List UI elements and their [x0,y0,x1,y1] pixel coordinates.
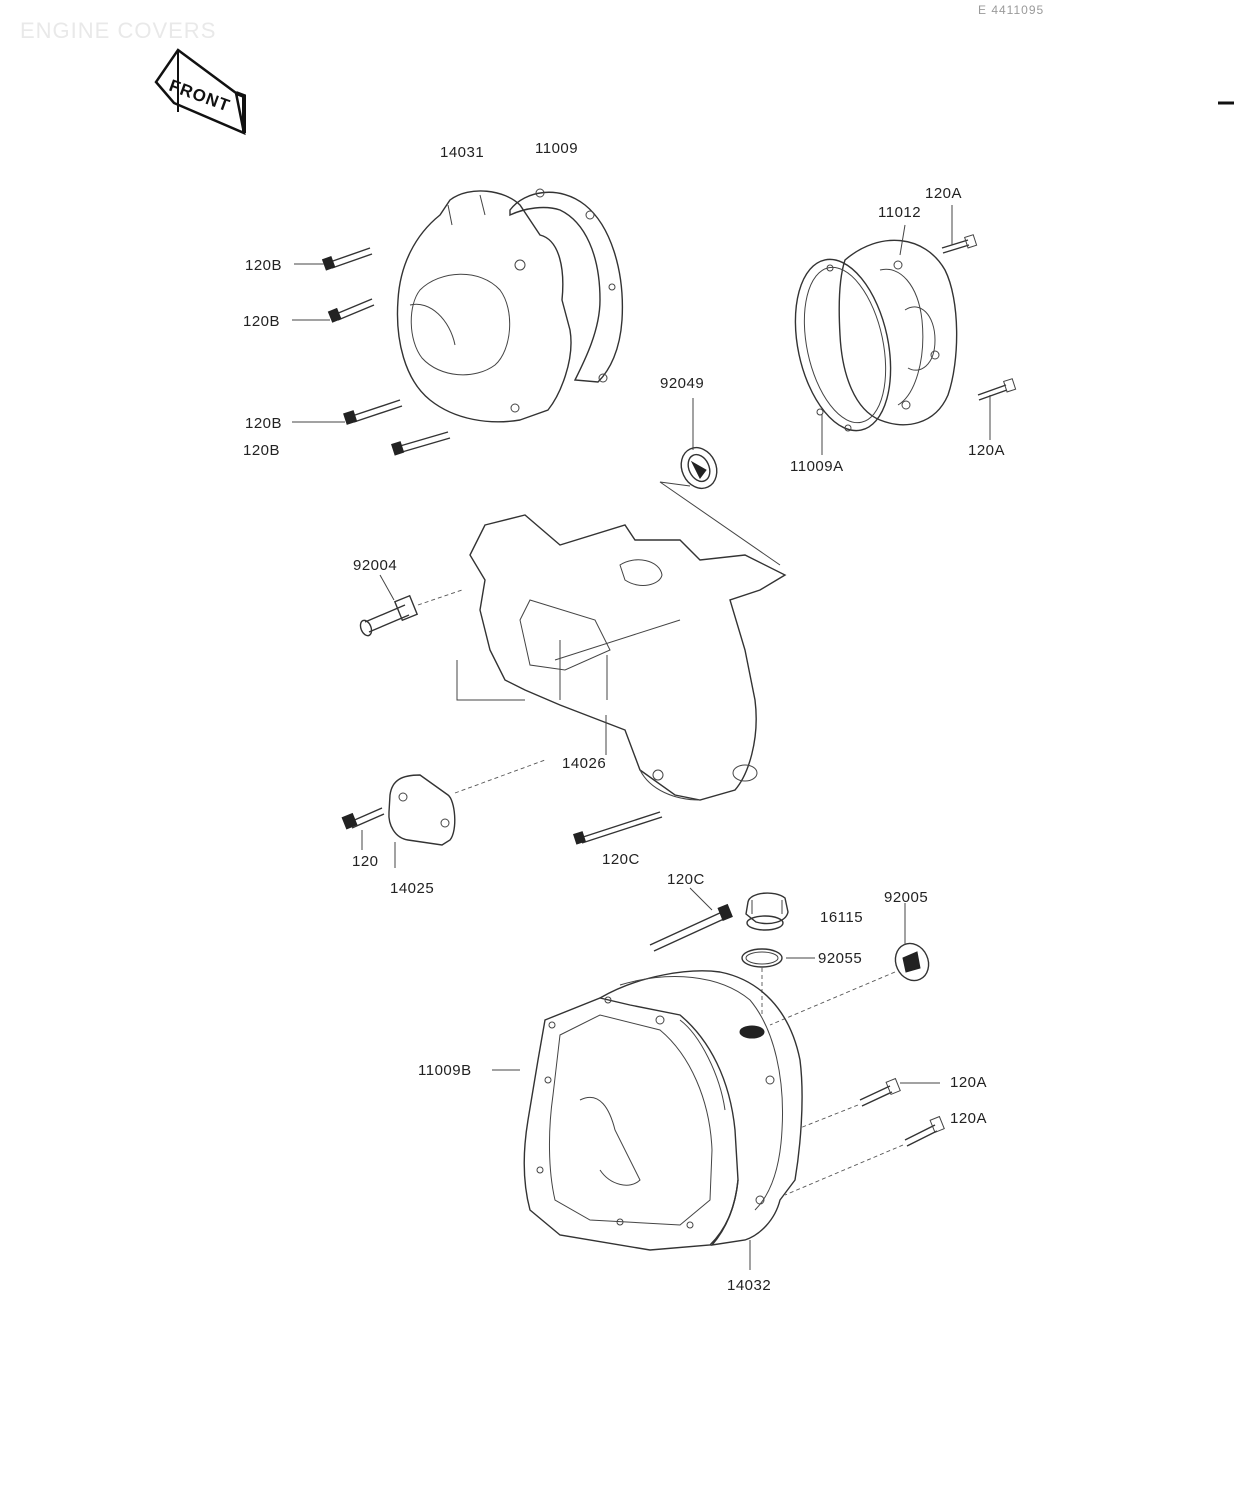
label-11009: 11009 [535,140,578,157]
plug-92004 [359,574,463,637]
label-11009B: 11009B [418,1062,472,1079]
bolt-120C-1 [573,811,663,845]
label-11009A: 11009A [790,458,844,475]
crankcase-cover-14026 [456,514,787,801]
bolt-120A-3 [799,1077,940,1129]
bolt-120B-1 [321,247,373,271]
label-120B-2: 120B [243,313,280,330]
oil-cap-16115 [745,892,789,931]
label-92005: 92005 [884,889,928,906]
label-120A-4: 120A [950,1110,987,1127]
bolt-120A-4 [784,1115,945,1196]
label-120A-3: 120A [950,1074,987,1091]
gasket-11009A [794,258,892,455]
bolt-120A-1 [941,205,978,254]
front-arrow-icon: FRONT [154,48,246,136]
label-92049: 92049 [660,375,704,392]
oil-seal-92049 [659,398,781,566]
label-120B-1: 120B [245,257,282,274]
label-120: 120 [352,853,379,870]
label-16115: 16115 [820,909,863,926]
bolt-120B-3 [343,399,403,425]
label-11012: 11012 [878,204,921,221]
label-14025: 14025 [390,880,434,897]
page-title: ENGINE COVERS [20,18,216,43]
bolt-120A-2 [977,378,1017,440]
bolt-120B-4 [391,431,451,456]
bolt-120C-2 [649,887,733,952]
diagram-code: E 4411095 [978,3,1044,17]
label-14032: 14032 [727,1277,771,1294]
bolt-120B-2 [327,298,375,323]
label-120A-1: 120A [925,185,962,202]
label-14031: 14031 [440,144,484,161]
o-ring-92055 [741,948,815,1015]
label-120B-3: 120B [245,415,282,432]
label-14026: 14026 [562,755,606,772]
gasket-11009 [509,188,624,383]
label-120C-1: 120C [602,851,640,868]
clutch-cover-14032 [579,970,803,1270]
label-120C-2: 120C [667,871,705,888]
generator-cover-14031 [396,190,572,423]
cover-plate-14025 [388,759,546,868]
timing-cover-11012 [838,224,958,426]
plug-92005 [769,903,930,1026]
label-92055: 92055 [818,950,862,967]
label-120B-4: 120B [243,442,280,459]
label-120A-2: 120A [968,442,1005,459]
label-92004: 92004 [353,557,397,574]
gasket-11009B [523,996,739,1251]
bolt-120 [341,807,385,850]
